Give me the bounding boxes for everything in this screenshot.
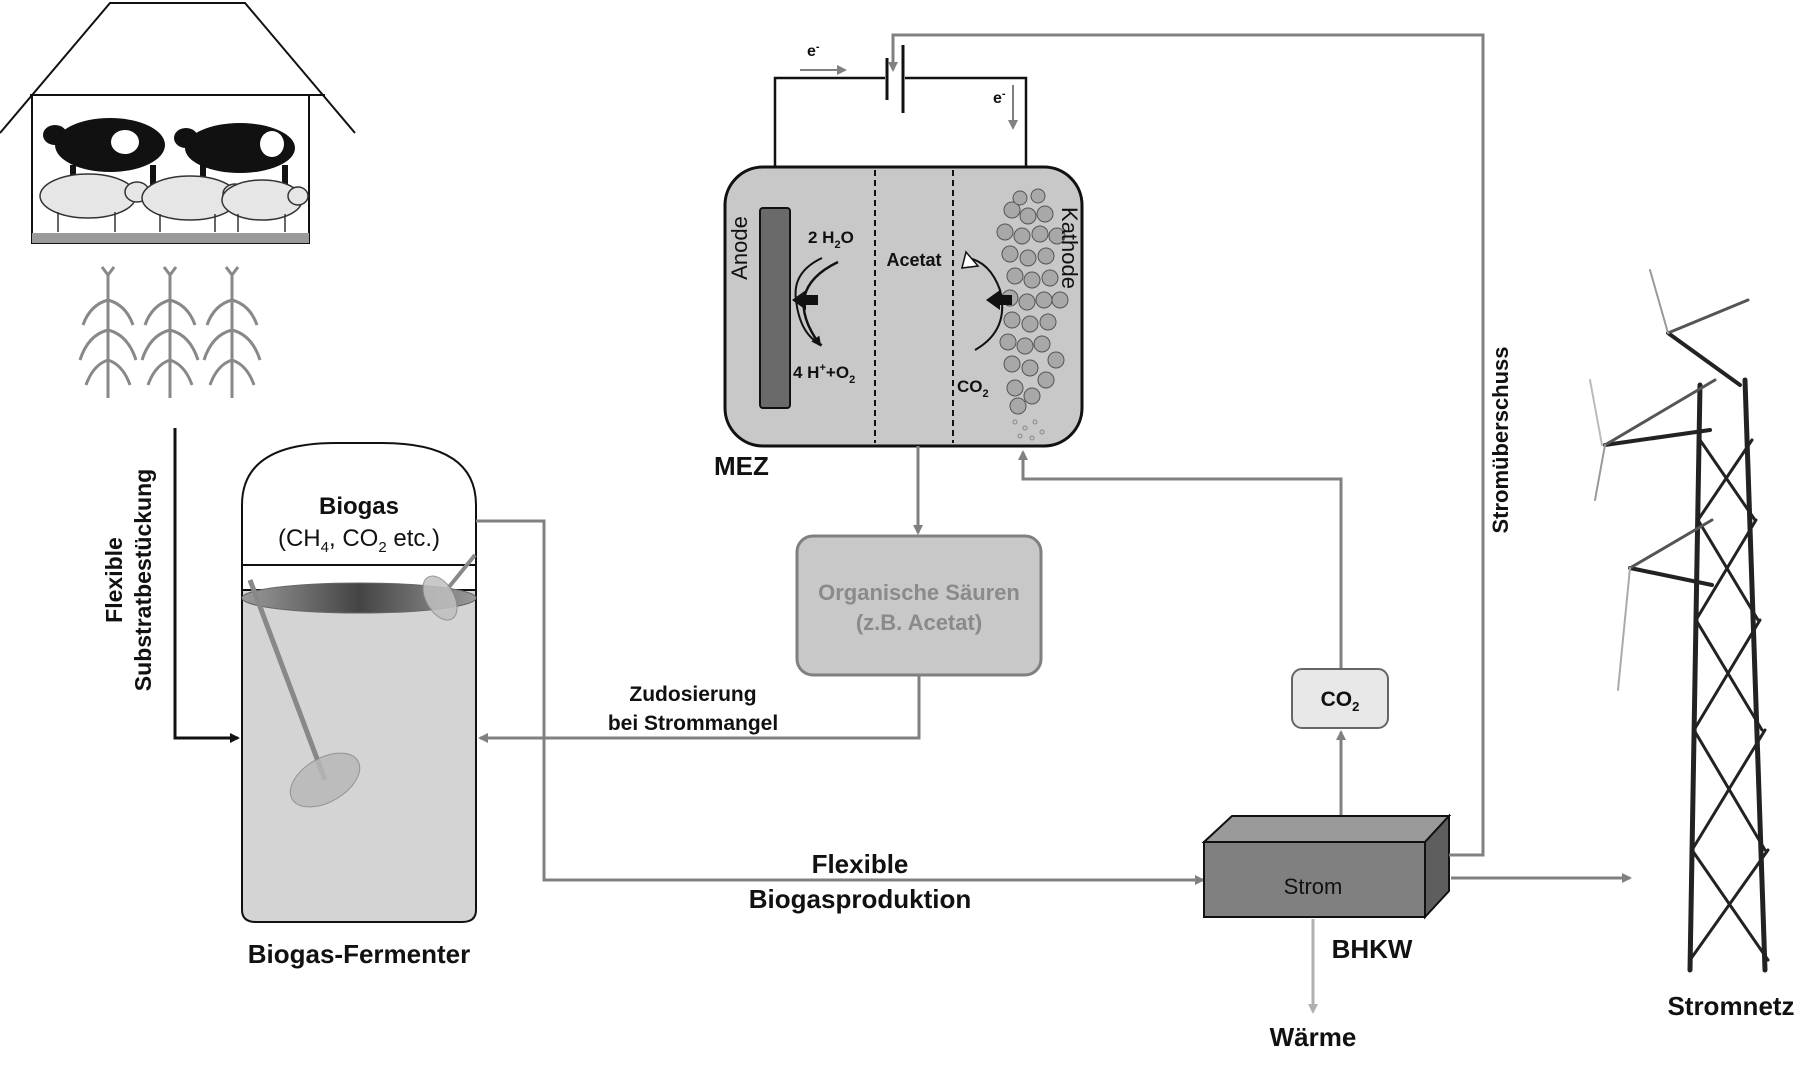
dosing-arrow: [478, 675, 921, 743]
bhkw-top: [1201, 815, 1452, 843]
organic-acids-line1: Organische Säuren: [818, 580, 1020, 605]
co2-reduction-arrow: [967, 257, 1004, 351]
organic-acids-line2: (z.B. Acetat): [856, 610, 982, 635]
power-pylon-illustration: [1589, 269, 1770, 973]
co2-to-mez-arrow: [1018, 450, 1343, 669]
mez-label: MEZ: [714, 451, 769, 481]
biogas-flow-line: [476, 519, 1205, 885]
anode-label: Anode: [727, 216, 752, 280]
corn-plants-illustration: [78, 266, 262, 398]
cathode-co2-label: CO2: [957, 377, 989, 400]
surplus-label: Stromüberschuss: [1488, 346, 1513, 533]
substrate-feed-arrow: [173, 428, 240, 743]
surplus-power-line: [888, 33, 1485, 857]
bhkw-inner-label: Strom: [1284, 874, 1343, 899]
liquid-surface: [241, 582, 477, 614]
fermenter-tank: [241, 589, 477, 923]
organic-acids-box: [795, 534, 1043, 677]
cathode-electron-arrow: [986, 290, 1012, 310]
acetat-label: Acetat: [886, 250, 941, 270]
bhkw-unit: [1201, 813, 1452, 920]
bhkw-label: BHKW: [1332, 934, 1413, 964]
mez-cell-body: [723, 165, 1084, 448]
electron-label-left: e-: [807, 41, 820, 60]
products-label: 4 H++O2: [793, 362, 855, 386]
corn-plant-icon: [202, 266, 262, 398]
electron-label-right: e-: [993, 88, 1006, 107]
biogas-composition: (CH4, CO2 etc.): [278, 525, 440, 556]
biogas-fermenter: [241, 442, 477, 923]
dosing-label-line2: bei Strommangel: [608, 712, 778, 735]
substrate-label-line1: Flexible: [101, 537, 127, 623]
co2-box: [1291, 668, 1389, 729]
substrate-label-line2: Substratbestückung: [130, 469, 156, 691]
mez-cell: [723, 165, 1084, 448]
fermenter-dome: [241, 442, 477, 566]
kathode-label: Kathode: [1057, 207, 1082, 289]
grid-label: Stromnetz: [1667, 991, 1794, 1021]
dosing-label-line1: Zudosierung: [629, 683, 756, 706]
heat-label: Wärme: [1270, 1022, 1357, 1052]
biogas-title: Biogas: [319, 493, 399, 520]
co2-box-label: CO2: [1321, 688, 1360, 714]
cow-icon: [174, 123, 295, 190]
production-label-line1: Flexible: [812, 849, 909, 879]
pig-icon: [221, 179, 309, 232]
production-label-line2: Biogasproduktion: [749, 884, 971, 914]
cathode-biofilm: [996, 188, 1069, 415]
corn-plant-icon: [140, 266, 200, 398]
corn-plant-icon: [78, 266, 138, 398]
barn-illustration: [0, 2, 356, 244]
water-label: 2 H2O: [808, 228, 854, 251]
cow-icon: [43, 118, 165, 190]
bhkw-front: [1203, 841, 1426, 918]
fermenter-label: Biogas-Fermenter: [248, 939, 471, 969]
anode-electrode: [759, 207, 791, 409]
anode-electron-arrow: [792, 290, 818, 310]
